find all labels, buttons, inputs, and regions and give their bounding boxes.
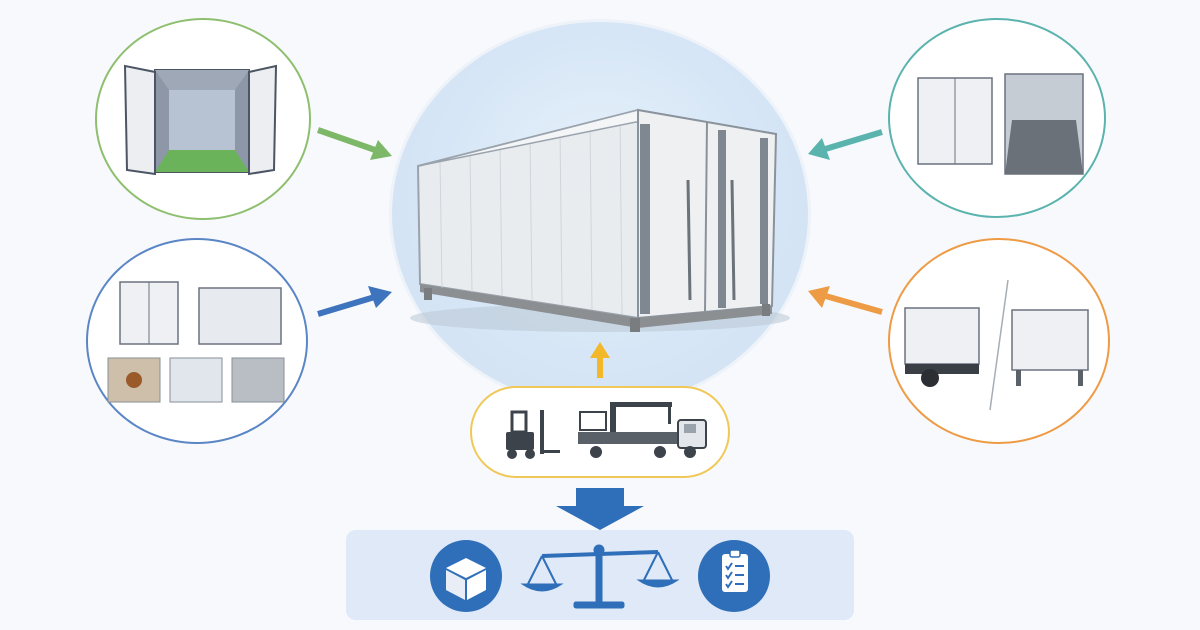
arrow-from-interior	[317, 127, 392, 160]
arrow-from-doors-floor	[808, 129, 883, 160]
arrow-from-handling	[590, 342, 610, 378]
forklift-icon	[506, 410, 560, 459]
crane-truck-icon	[578, 402, 707, 458]
arrow-from-vehicle	[808, 286, 883, 315]
arrow-from-inspection	[317, 286, 392, 317]
